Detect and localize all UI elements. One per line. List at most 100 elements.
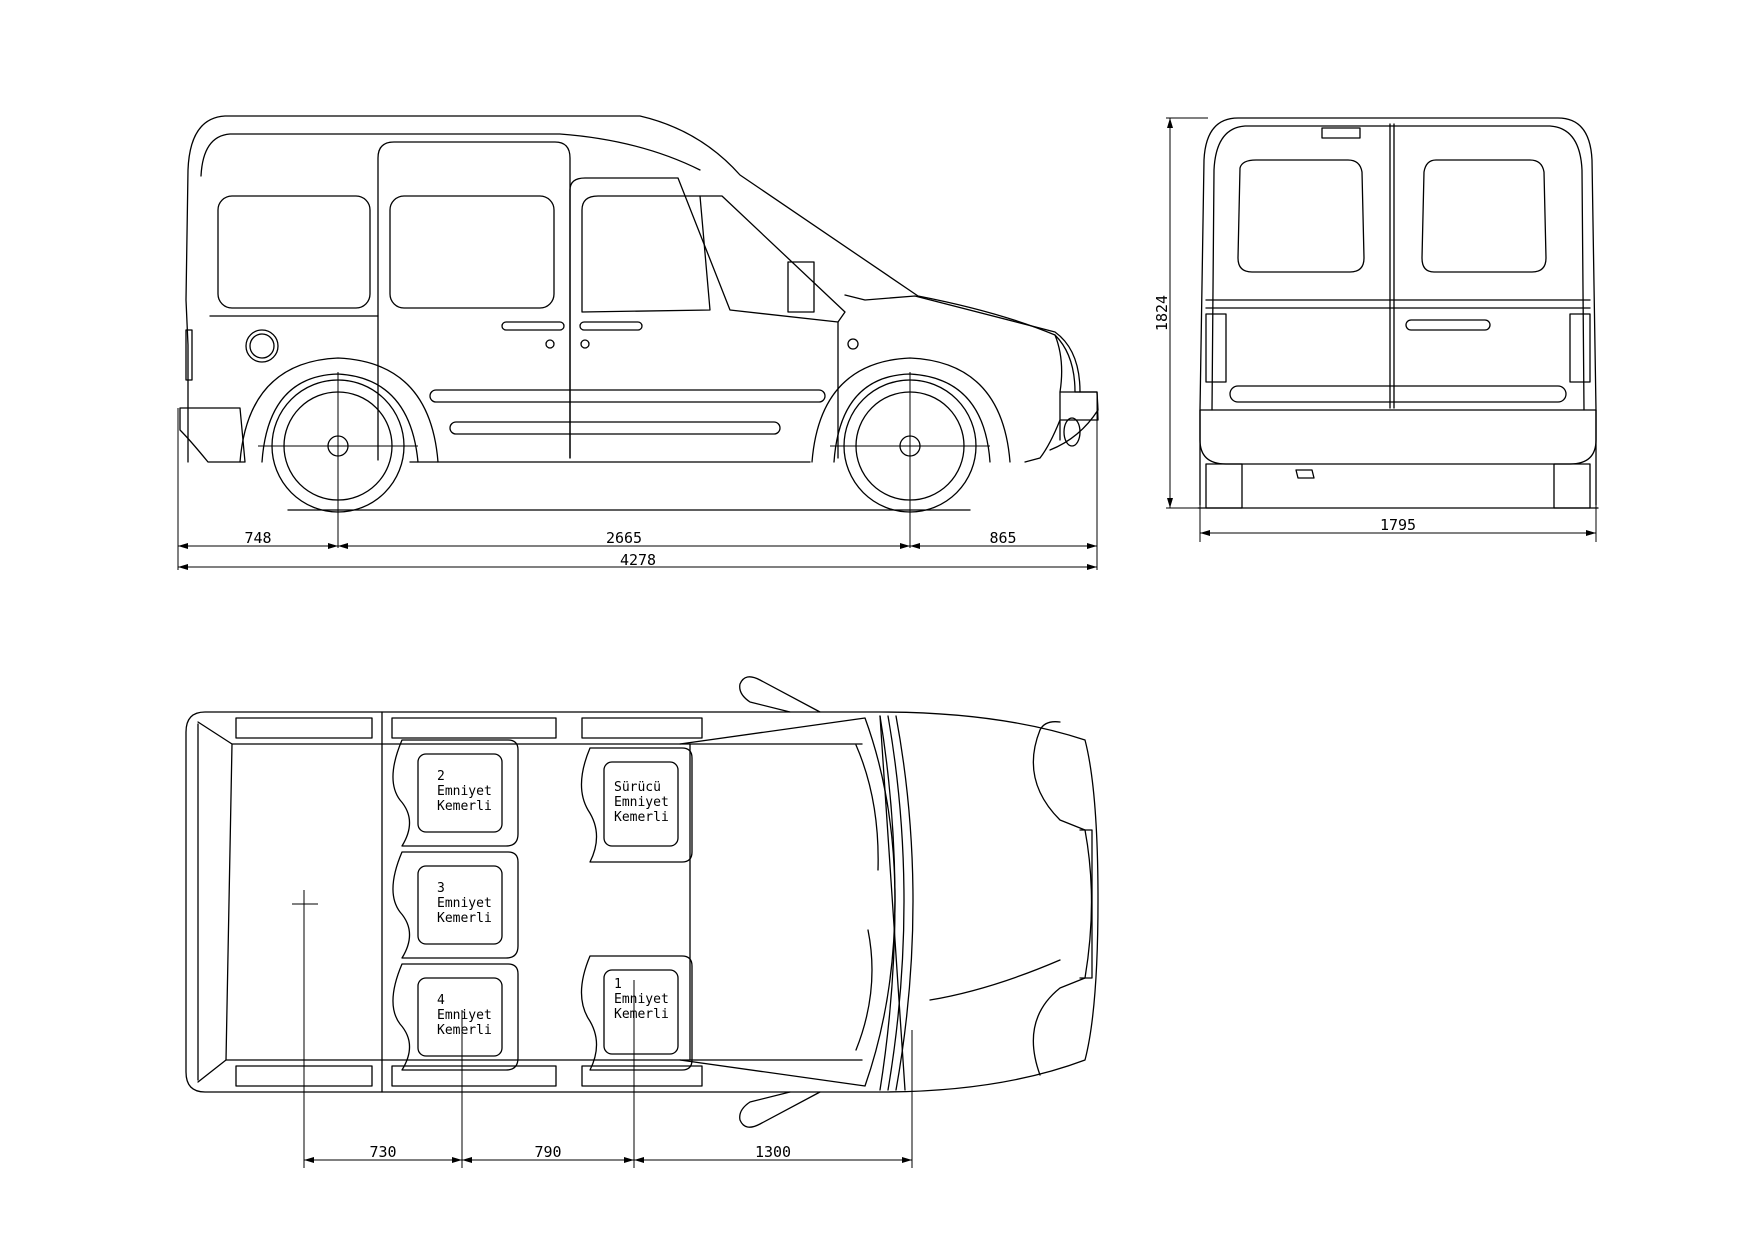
seat-1-line2: Emniyet (614, 992, 669, 1007)
side-door-lock-2 (580, 339, 590, 349)
side-door-lock-1 (545, 339, 555, 349)
side-front-arch-inner (833, 373, 991, 463)
top-hood-windscreen (1032, 729, 1093, 1076)
seat-1-line1: 1 (614, 977, 622, 992)
side-rear-bumper (179, 407, 246, 463)
seat-3-frame (392, 851, 519, 959)
top-windshield-1 (879, 715, 906, 1091)
top-roof-strip-2 (391, 717, 557, 739)
dim-rear-overhang-label: 865 (989, 529, 1016, 547)
side-rubbing-strip-lower (449, 421, 781, 435)
seat-driver-line2: Emniyet (614, 795, 669, 810)
side-tail-light (185, 329, 193, 381)
side-fuel-cap-inner (249, 333, 275, 359)
side-door-handle-1 (501, 321, 565, 331)
rear-body-outline (1199, 117, 1597, 506)
dim-wheelbase-label: 2665 (606, 529, 642, 547)
top-mirror-right (739, 1091, 821, 1128)
side-rear-arch-inner (261, 373, 419, 463)
dim-1300-label: 1300 (755, 1143, 791, 1161)
seat-4-line2: Emniyet (437, 1008, 492, 1023)
rear-dimensions: 1824 1795 (1153, 117, 1597, 542)
top-body-outline (185, 711, 1099, 1093)
side-windshield-pillar (699, 195, 846, 323)
rear-exhaust (1295, 469, 1315, 479)
top-hood-line-2 (1039, 721, 1061, 731)
side-front-door (569, 177, 839, 459)
top-roof-strip-5 (391, 1065, 557, 1087)
side-sliding-door (377, 141, 571, 461)
top-grille (1079, 829, 1093, 979)
seat-driver-line1: Sürücü (614, 780, 661, 795)
side-fog-lamp (1063, 417, 1081, 447)
rear-door-handle (1405, 319, 1491, 331)
top-dash-curve (855, 744, 879, 871)
side-rear-arch (239, 357, 439, 463)
dim-width-label: 1795 (1380, 516, 1416, 534)
seat-2-frame (392, 739, 519, 847)
seat-1-frame (580, 955, 693, 1071)
seat-3-line2: Emniyet (437, 896, 492, 911)
rear-tyre-left (1205, 463, 1243, 509)
side-rear-window (217, 195, 371, 309)
rear-tail-light-left (1205, 313, 1227, 383)
seat-1-line3: Kemerli (614, 1007, 669, 1022)
side-dimensions: 748 2665 865 4278 (177, 392, 1098, 570)
rear-body-inner (1211, 125, 1585, 411)
seat-1-cushion (603, 969, 679, 1055)
dim-height-label: 1824 (1153, 295, 1171, 331)
rear-window-left (1237, 159, 1365, 273)
dim-790-label: 790 (534, 1143, 561, 1161)
side-rubbing-strip-upper (429, 389, 826, 403)
top-windshield (879, 715, 914, 1091)
top-rear-frame (197, 721, 233, 1083)
side-fuel-cap (245, 329, 279, 363)
side-mirror (787, 261, 815, 313)
seat-labels: 2 Emniyet Kemerli 3 Emniyet Kemerli 4 Em… (437, 769, 669, 1038)
seat-3-line3: Kemerli (437, 911, 492, 926)
seat-driver-frame (580, 747, 693, 863)
top-dimensions: 730 790 1300 (304, 1143, 912, 1163)
top-mirror-left (739, 676, 821, 713)
rear-view: 1824 1795 (1153, 117, 1599, 542)
side-body-outline (185, 115, 1099, 463)
seat-2-line1: 2 (437, 769, 445, 784)
rear-brake-light (1321, 127, 1361, 139)
top-hood-line (929, 959, 1061, 1001)
side-front-bumper (1049, 391, 1099, 451)
rear-tyre-right (1553, 463, 1591, 509)
side-front-window (581, 195, 711, 313)
seat-2-cushion (417, 753, 503, 833)
side-view: 748 2665 865 4278 (177, 115, 1099, 570)
top-view: 2 Emniyet Kemerli 3 Emniyet Kemerli 4 Em… (185, 676, 1099, 1168)
dim-front-overhang-label: 748 (244, 529, 271, 547)
seat-4-cushion (417, 977, 503, 1057)
seat-driver-cushion (603, 761, 679, 847)
seat-3-line1: 3 (437, 881, 445, 896)
side-roof-inner (200, 133, 701, 177)
seat-4-frame (392, 963, 519, 1071)
seat-4-line3: Kemerli (437, 1023, 492, 1038)
seat-2-line2: Emniyet (437, 784, 492, 799)
rear-bumper (1199, 409, 1597, 465)
rear-bumper-strip (1229, 385, 1567, 403)
side-middle-window (389, 195, 555, 309)
seat-3-cushion (417, 865, 503, 945)
dim-length-label: 4278 (620, 551, 656, 569)
top-roof-strip-6 (581, 1065, 703, 1087)
side-indicator (847, 338, 859, 350)
rear-seat-row (392, 739, 519, 1071)
side-hood (844, 294, 1081, 393)
dim-730-label: 730 (369, 1143, 396, 1161)
rear-window-right (1421, 159, 1547, 273)
rear-tail-light-right (1569, 313, 1591, 383)
side-front-arch (811, 357, 1011, 463)
top-roof-strip-1 (235, 717, 373, 739)
seat-2-line3: Kemerli (437, 799, 492, 814)
top-dash-curve-2 (855, 929, 873, 1051)
side-door-handle-2 (579, 321, 643, 331)
seat-driver-line3: Kemerli (614, 810, 669, 825)
seat-4-line1: 4 (437, 993, 445, 1008)
